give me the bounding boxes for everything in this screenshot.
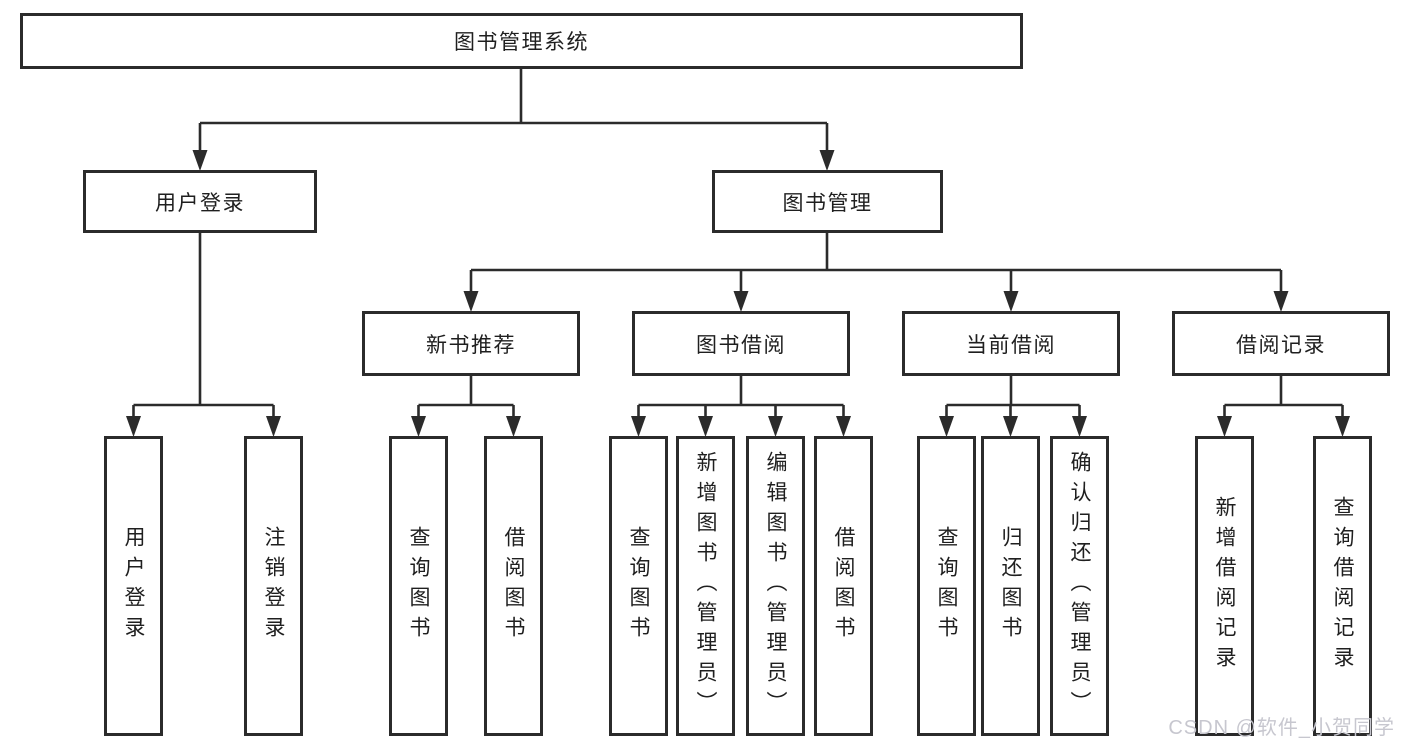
connector-current-borrow-to-leaves xyxy=(945,376,1081,420)
arrowhead xyxy=(192,150,208,171)
node-borrow-records: 借阅记录 xyxy=(1172,311,1390,376)
arrowhead xyxy=(631,416,646,437)
connector-user-login-to-leaves xyxy=(132,233,275,420)
node-label: 新增图书（管理员） xyxy=(694,451,717,721)
node-label: 图书管理系统 xyxy=(454,31,589,54)
node-label: 用户登录 xyxy=(155,191,245,215)
csdn-watermark: CSDN @软件_小贺同学 xyxy=(1168,717,1395,739)
connector-borrow-records-to-leaves xyxy=(1223,376,1344,420)
arrowhead xyxy=(733,291,749,312)
arrowhead xyxy=(1273,291,1289,312)
arrowhead xyxy=(463,291,479,312)
node-label: 借阅图书 xyxy=(502,526,525,646)
connector-book-management-to-level3 xyxy=(469,233,1283,295)
leaf-borrow-books: 借阅图书 xyxy=(814,436,873,736)
node-label: 查询图书 xyxy=(935,526,958,646)
arrowhead xyxy=(126,416,141,437)
leaf-borrow-books: 借阅图书 xyxy=(484,436,543,736)
node-user-login: 用户登录 xyxy=(83,170,317,233)
node-label: 借阅记录 xyxy=(1236,333,1326,357)
arrowhead xyxy=(819,150,835,171)
arrowhead xyxy=(1003,416,1018,437)
connector-book-borrow-to-leaves xyxy=(637,376,845,420)
arrowhead xyxy=(1072,416,1087,437)
node-label: 确认归还（管理员） xyxy=(1068,451,1091,721)
node-label: 图书借阅 xyxy=(696,333,786,357)
node-label: 用户登录 xyxy=(122,526,145,646)
node-label: 编辑图书（管理员） xyxy=(764,451,787,721)
node-label: 当前借阅 xyxy=(966,333,1056,357)
node-label: 新书推荐 xyxy=(426,333,516,357)
node-label: 借阅图书 xyxy=(832,526,855,646)
node-label: 新增借阅记录 xyxy=(1213,496,1236,676)
leaf-edit-books-admin: 编辑图书（管理员） xyxy=(746,436,805,736)
arrowhead xyxy=(506,416,521,437)
arrowhead xyxy=(266,416,281,437)
arrowhead xyxy=(1003,291,1019,312)
leaf-logout: 注销登录 xyxy=(244,436,303,736)
leaf-query-borrow-record: 查询借阅记录 xyxy=(1313,436,1372,736)
leaf-return-books: 归还图书 xyxy=(981,436,1040,736)
leaf-user-login: 用户登录 xyxy=(104,436,163,736)
node-label: 图书管理 xyxy=(782,191,873,215)
leaf-query-books: 查询图书 xyxy=(917,436,976,736)
node-label: 注销登录 xyxy=(262,526,285,646)
node-new-book-recommend: 新书推荐 xyxy=(362,311,580,376)
leaf-confirm-return-admin: 确认归还（管理员） xyxy=(1050,436,1109,736)
node-book-management: 图书管理 xyxy=(712,170,943,233)
node-label: 查询借阅记录 xyxy=(1331,496,1354,676)
node-book-borrow: 图书借阅 xyxy=(632,311,850,376)
arrowhead xyxy=(939,416,954,437)
node-label: 查询图书 xyxy=(407,526,430,646)
arrowhead xyxy=(836,416,851,437)
arrowhead xyxy=(1335,416,1350,437)
arrowhead xyxy=(1217,416,1232,437)
arrowhead xyxy=(411,416,426,437)
connector-new-book-recommend-to-leaves xyxy=(417,376,515,420)
node-current-borrow: 当前借阅 xyxy=(902,311,1120,376)
node-root-system: 图书管理系统 xyxy=(20,13,1023,69)
leaf-query-books: 查询图书 xyxy=(609,436,668,736)
node-label: 查询图书 xyxy=(627,526,650,646)
node-label: 归还图书 xyxy=(999,526,1022,646)
arrowhead xyxy=(698,416,713,437)
arrowhead xyxy=(768,416,783,437)
leaf-add-books-admin: 新增图书（管理员） xyxy=(676,436,735,736)
connector-root-to-level2 xyxy=(198,69,829,154)
leaf-query-books: 查询图书 xyxy=(389,436,448,736)
leaf-add-borrow-record: 新增借阅记录 xyxy=(1195,436,1254,736)
